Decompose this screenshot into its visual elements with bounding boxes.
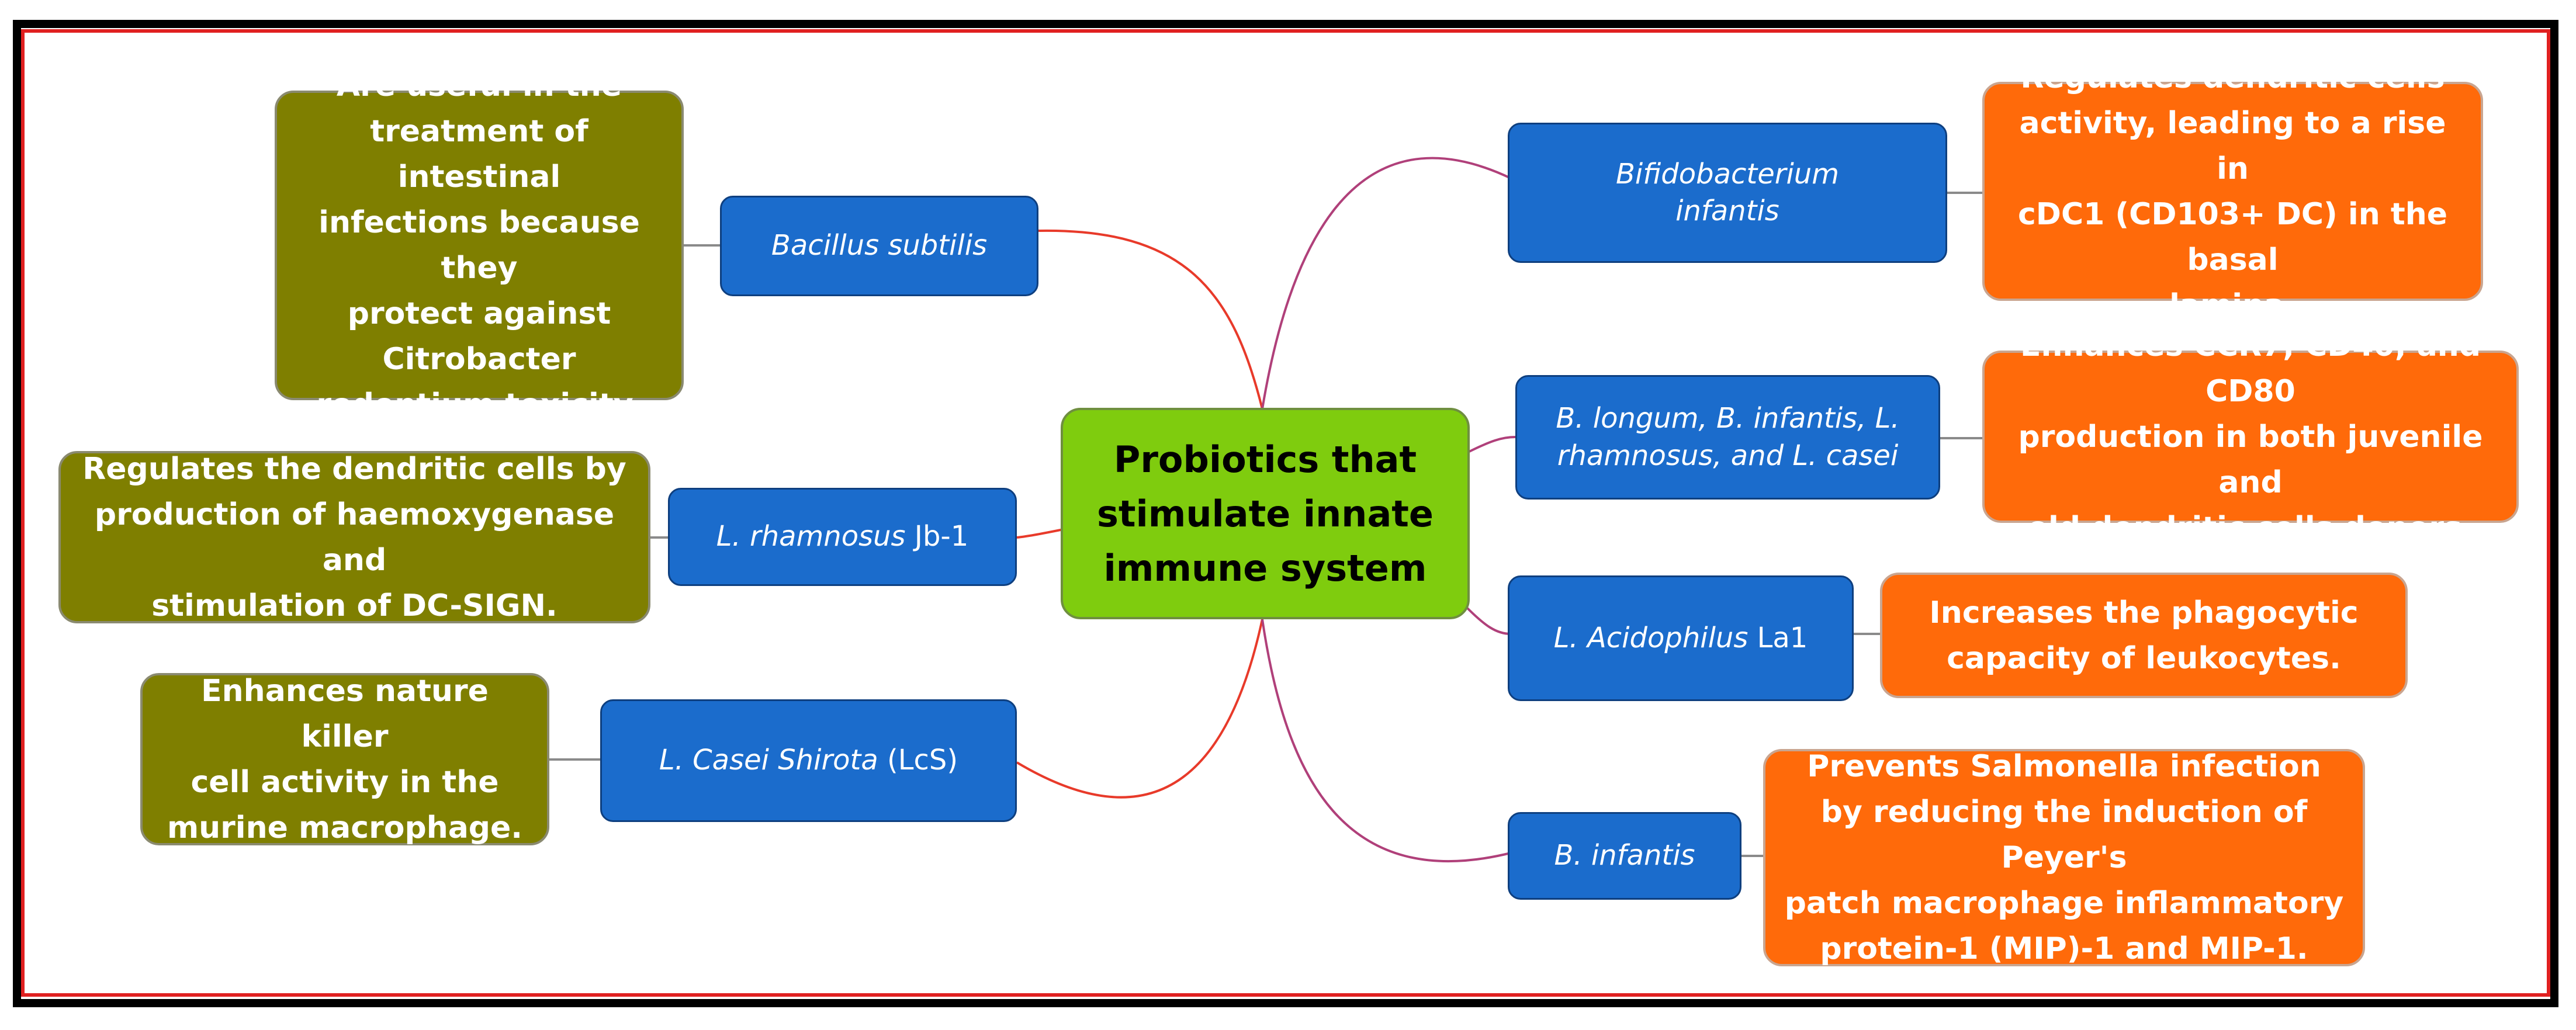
probiotic-name: B. infantis [1554,839,1695,872]
probiotic-bacillus-subtilis: Bacillus subtilis [720,196,1038,296]
inner-frame [21,29,2550,997]
probiotic-l-casei-shirota: L. Casei Shirota (LcS) [600,699,1017,822]
effect-b-longum-group: Enhances CCR7, CD40, and CD80 production… [1982,328,2519,546]
probiotic-b-longum-group: B. longum, B. infantis, L. rhamnosus, an… [1515,375,1940,500]
link-center-longum [1466,436,1516,454]
link-center-bifido [1261,157,1511,410]
probiotic-name: L. Casei Shirota [659,744,878,777]
probiotic-l-acidophilus: L. Acidophilus La1 [1508,575,1854,701]
probiotic-name: L. rhamnosus [716,520,906,553]
effect-b-infantis: Prevents Salmonella infection by reducin… [1763,749,2365,966]
probiotic-name: L. Acidophilus [1553,621,1749,654]
link-center-bacillus [1037,229,1263,410]
probiotic-name: Bacillus subtilis [771,229,988,262]
probiotic-strain: (LcS) [878,744,958,777]
probiotic-strain: Jb-1 [905,520,969,553]
link-center-binfantis [1261,619,1511,863]
effect-text: Regulates dendritic cells activity, lead… [2017,60,2448,323]
effect-l-acidophilus: Increases the phagocytic capacity of leu… [1880,573,2408,698]
probiotic-name: Bifidobacterium infantis [1616,157,1839,227]
center-title: Probiotics that stimulate innate immune … [1097,438,1434,589]
effect-text: Increases the phagocytic capacity of leu… [1929,595,2359,676]
effect-l-rhamnosus: Regulates the dendritic cells by product… [58,451,650,623]
effect-text: Regulates the dendritic cells by product… [82,451,626,623]
probiotic-name: B. longum, B. infantis, L. rhamnosus, an… [1556,402,1900,472]
effect-bacillus-subtilis: Are useful in the treatment of intestina… [275,68,684,422]
link-center-casei [1016,619,1263,799]
effect-text: Prevents Salmonella infection by reducin… [1784,749,2344,966]
effect-l-casei-shirota: Enhances nature killer cell activity in … [140,673,549,845]
probiotic-b-infantis: B. infantis [1508,812,1741,900]
link-center-rhamnosus [1016,528,1067,539]
center-node: Probiotics that stimulate innate immune … [1061,408,1470,619]
effect-text: Are useful in the treatment of intestina… [316,68,642,422]
probiotic-l-rhamnosus: L. rhamnosus Jb-1 [668,488,1017,586]
probiotic-bifidobacterium-infantis: Bifidobacterium infantis [1508,123,1947,263]
effect-text: Enhances nature killer cell activity in … [167,673,523,845]
outer-frame [13,20,2558,1007]
effect-bifidobacterium-infantis: Regulates dendritic cells activity, lead… [1982,60,2483,323]
probiotic-strain: La1 [1748,621,1808,654]
link-center-acidophilus [1466,606,1511,635]
effect-text: Enhances CCR7, CD40, and CD80 production… [2018,328,2483,546]
